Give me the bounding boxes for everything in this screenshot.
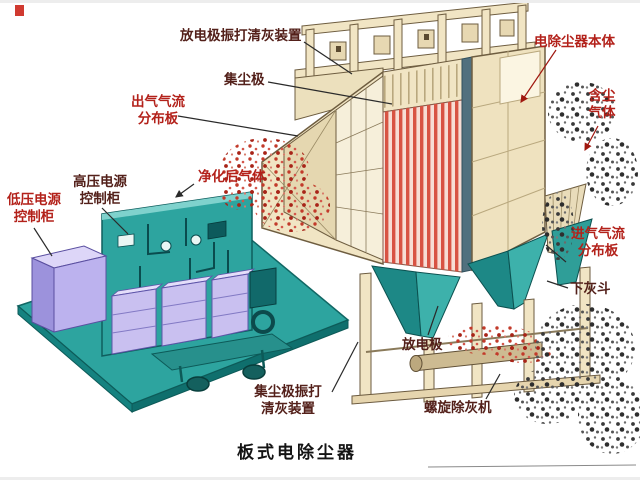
bottom-rule — [427, 464, 637, 468]
label-lv-power-cabinet: 低压电源 控制柜 — [7, 192, 61, 224]
rapper-motor — [461, 23, 479, 43]
label-ash-hopper: 下灰斗 — [570, 281, 611, 296]
rectifier-box — [249, 267, 277, 309]
bottom-edge-strip — [0, 477, 640, 480]
label-outlet-distribution-plate: 出气气流 分布板 — [131, 94, 185, 126]
dusty-gas-stream — [514, 82, 640, 454]
leader-esp-body-arrow — [520, 49, 557, 103]
esp-main-body — [382, 45, 546, 273]
label-esp-body: 电除尘器本体 — [534, 34, 615, 49]
panel-box — [207, 220, 227, 240]
label-hv-power-cabinet: 高压电源 控制柜 — [73, 174, 127, 206]
cart-deck — [150, 333, 294, 371]
leader-ash-hopper — [546, 280, 569, 289]
panel-plate — [117, 233, 135, 248]
label-dusty-gas: 含尘 气体 — [588, 88, 616, 120]
lv-cabinet-box — [30, 245, 108, 333]
panel-gauge — [190, 234, 202, 246]
cart-wheel — [186, 376, 210, 392]
leader-discharge-rapping — [303, 41, 353, 75]
leader-collecting-electrode — [267, 81, 393, 105]
leader-lines — [33, 41, 637, 468]
leader-screw-conveyor — [485, 373, 501, 400]
corner-watermark — [15, 5, 24, 16]
leader-outlet-plate — [177, 115, 299, 137]
cart-stand — [150, 267, 294, 392]
leader-dusty-gas-arrow — [584, 125, 599, 152]
label-discharge-rapping-device: 放电极振打清灰装置 — [180, 28, 302, 43]
hv-cabinet-row — [110, 268, 256, 355]
label-collecting-rapping-device: 集尘极振打 清灰装置 — [254, 384, 322, 416]
panel-gauge — [160, 240, 172, 252]
diagram-title: 板式电除尘器 — [237, 443, 357, 462]
cart-wheel — [242, 364, 266, 380]
label-inlet-distribution-plate: 进气气流 分布板 — [571, 226, 625, 258]
body-corner-strip — [461, 56, 473, 273]
rapping-frame-top — [294, 1, 536, 82]
label-discharge-electrode: 放电极 — [402, 337, 443, 352]
leader-collecting-rapping — [331, 341, 359, 393]
leader-lv-cabinet — [33, 227, 53, 257]
rapper-motor — [373, 35, 391, 55]
leader-inlet-plate — [545, 244, 567, 263]
label-clean-gas: 净化后气体 — [198, 169, 266, 184]
clean-gas-particles — [221, 138, 330, 232]
leader-clean-gas-arrow — [175, 183, 195, 198]
label-collecting-electrode: 集尘极 — [224, 72, 265, 87]
body-panel-light — [499, 50, 541, 105]
panel-pipe — [147, 224, 171, 256]
valve-wheel — [251, 310, 275, 334]
panel-pipe — [195, 242, 215, 273]
rapper-motor — [499, 19, 515, 37]
leader-hv-cabinet — [101, 207, 129, 235]
top-edge-strip — [0, 0, 640, 3]
leader-discharge-electrode — [427, 305, 439, 336]
label-screw-ash-remover: 螺旋除灰机 — [424, 400, 492, 415]
